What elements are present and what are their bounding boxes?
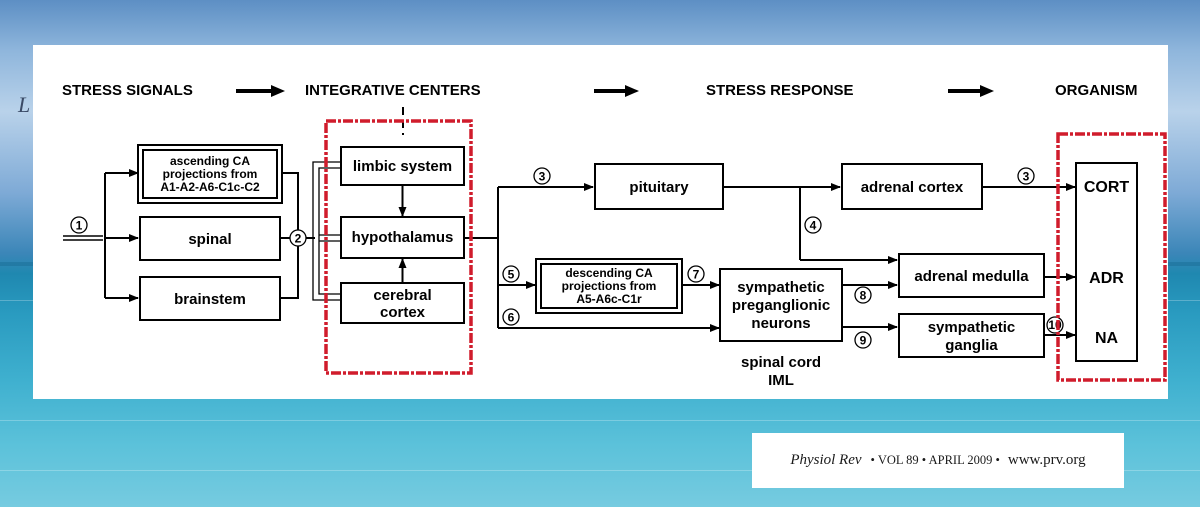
svg-text:brainstem: brainstem [174,291,246,308]
wave-line [0,470,1200,471]
hypothalamus-box: hypothalamus [340,216,465,259]
svg-text:cerebral: cerebral [373,287,431,304]
journal-citation: Physiol Rev • VOL 89 • APRIL 2009 • www.… [752,433,1124,488]
cort-label: CORT [1084,179,1130,196]
sympathetic-preganglionic-box: sympathetic preganglionic neurons [719,268,843,342]
step-number: 1 [76,219,83,233]
svg-text:6: 6 [508,311,515,325]
step-marker [1017,167,1035,185]
svg-text:limbic system: limbic system [353,158,452,175]
journal-name: Physiol Rev [790,452,862,468]
svg-text:adrenal medulla: adrenal medulla [914,268,1029,285]
convergence-line [282,172,299,238]
svg-text:10: 10 [1048,318,1062,332]
cerebral-cortex-box: cerebral cortex [340,282,465,324]
step-marker [533,167,551,185]
step-marker [70,216,88,234]
svg-text:cortex: cortex [380,304,426,321]
stress-pathway-diagram: STRESS SIGNALS INTEGRATIVE CENTERS STRES… [33,45,1168,399]
journal-volume: • VOL 89 • APRIL 2009 • [870,453,1000,467]
sympathetic-ganglia-box: sympathetic ganglia [898,313,1045,358]
pituitary-box: pituitary [594,163,724,210]
adrenal-cortex-box: adrenal cortex [841,163,983,210]
step-marker [687,265,705,283]
brainstem-box: brainstem [139,276,281,321]
svg-text:neurons: neurons [751,315,810,332]
svg-text:4: 4 [810,219,817,233]
ascending-ca-box: ascending CA projections from A1-A2-A6-C… [137,144,283,204]
svg-text:adrenal cortex: adrenal cortex [861,179,964,196]
svg-text:projections from: projections from [163,167,258,181]
svg-text:hypothalamus: hypothalamus [352,229,454,246]
adr-label: ADR [1089,270,1124,287]
organism-box: CORT ADR NA [1075,162,1138,362]
highlight-integrative-centers [324,119,473,375]
descending-ca-box: descending CA projections from A5-A6c-C1… [535,258,683,314]
wave-line [0,420,1200,421]
iml-label: IML [768,372,794,389]
highlight-organism [1056,132,1167,382]
svg-text:pituitary: pituitary [629,179,689,196]
header-arrow [594,85,639,97]
slide-title-fragment: L [18,92,31,117]
na-label: NA [1095,330,1119,347]
step-marker [502,308,520,326]
svg-text:sympathetic: sympathetic [928,319,1016,336]
diagram-canvas: STRESS SIGNALS INTEGRATIVE CENTERS STRES… [62,82,1167,389]
svg-text:7: 7 [693,268,700,282]
spinal-cord-label: spinal cord [741,354,821,371]
step-marker [854,331,872,349]
header-stress-response: STRESS RESPONSE [706,82,854,99]
svg-text:ascending CA: ascending CA [170,154,250,168]
header-organism: ORGANISM [1055,82,1138,99]
step-marker [854,286,872,304]
limbic-system-box: limbic system [340,146,465,186]
svg-text:sympathetic: sympathetic [737,279,825,296]
svg-text:9: 9 [860,334,867,348]
svg-text:ganglia: ganglia [945,337,998,354]
spinal-box: spinal [139,216,281,261]
header-arrow [948,85,994,97]
header-integrative-centers: INTEGRATIVE CENTERS [305,82,481,99]
svg-text:2: 2 [295,232,302,246]
svg-text:A5-A6c-C1r: A5-A6c-C1r [576,292,642,306]
step-marker [804,216,822,234]
svg-text:3: 3 [539,170,546,184]
step-marker [502,265,520,283]
svg-text:spinal: spinal [188,231,231,248]
adrenal-medulla-box: adrenal medulla [898,253,1045,298]
svg-text:A1-A2-A6-C1c-C2: A1-A2-A6-C1c-C2 [160,180,260,194]
svg-text:8: 8 [860,289,867,303]
header-stress-signals: STRESS SIGNALS [62,82,193,99]
svg-text:preganglionic: preganglionic [732,297,830,314]
svg-text:5: 5 [508,268,515,282]
svg-text:projections from: projections from [562,279,657,293]
header-arrow [236,85,285,97]
svg-text:descending CA: descending CA [565,266,653,280]
journal-url: www.prv.org [1007,452,1086,468]
svg-text:3: 3 [1023,170,1030,184]
